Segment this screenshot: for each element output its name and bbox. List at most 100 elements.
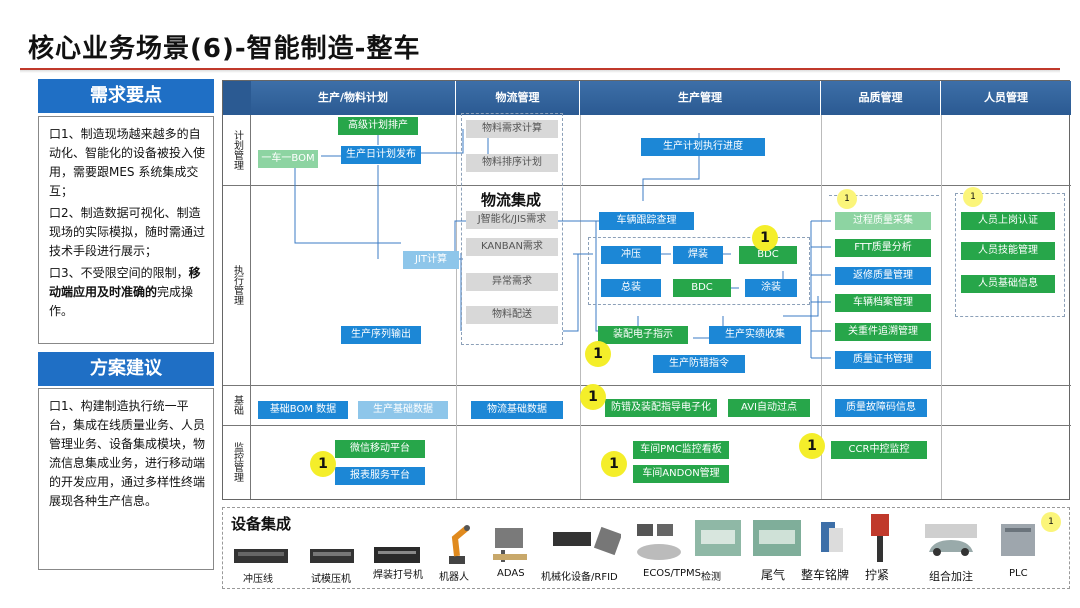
painting-box[interactable]: 涂装	[745, 279, 797, 297]
row-divider	[223, 185, 1071, 186]
highlight-badge: 1	[585, 341, 611, 367]
kanban-box[interactable]: KANBAN需求	[466, 238, 558, 256]
column-quality: 品质管理	[821, 81, 941, 115]
equip-label-press-line: 冲压线	[243, 574, 273, 585]
column-logistics: 物流管理	[456, 81, 580, 115]
needs-header: 需求要点	[38, 79, 214, 113]
ecos-tpms-icon	[637, 524, 681, 560]
material-dist-box[interactable]: 物料配送	[466, 306, 558, 324]
adas-icon	[493, 528, 527, 562]
daily-plan-box[interactable]: 生产日计划发布	[341, 146, 421, 164]
row-execution-label: 执行管理	[231, 265, 243, 305]
material-calc-box[interactable]: 物料需求计算	[466, 120, 558, 138]
corner-cell	[223, 81, 251, 115]
equip-label-exhaust: 尾气	[761, 568, 786, 582]
equip-label-inspection: 检测	[701, 572, 721, 583]
need-item-3-bold: 移动端应用及时准确的	[49, 266, 201, 299]
plan-header: 方案建议	[38, 352, 214, 386]
highlight-badge: 1	[752, 225, 778, 251]
row-monitor: 监控管理	[223, 425, 251, 499]
page-title: 核心业务场景(6)-智能制造-整车	[28, 34, 421, 64]
equip-label-tightening: 拧紧	[865, 568, 890, 582]
jit-jis-box[interactable]: J智能化/JIS需求	[466, 211, 558, 229]
exhaust-icon	[753, 520, 801, 556]
business-diagram: 生产/物料计划 物流管理 生产管理 品质管理 人员管理 计划管理 执行管理 基础…	[222, 80, 1071, 500]
prod-order-box[interactable]: 生产防错指令	[653, 355, 745, 373]
highlight-badge: 1	[580, 384, 606, 410]
bdc-box-1[interactable]: BDC	[739, 246, 797, 264]
one-car-bom-box[interactable]: 一车一BOM	[258, 150, 318, 168]
real-perf-box[interactable]: 生产实绩收集	[709, 326, 801, 344]
production-dashed-group	[588, 237, 810, 305]
abnormal-box[interactable]: 异常需求	[466, 273, 558, 291]
highlight-badge: 1	[837, 189, 857, 209]
inspection-icon	[695, 520, 741, 556]
jit-calc-box[interactable]: JIT计算	[403, 251, 459, 269]
vehicle-archive-box[interactable]: 车辆档案管理	[835, 294, 931, 312]
col-divider	[821, 115, 822, 499]
row-divider	[223, 425, 1071, 426]
highlight-badge: 1	[601, 451, 627, 477]
col-divider	[941, 115, 942, 499]
equipment-integration: 设备集成 1 冲压线 试模压机 焊装打号机 机器人 ADAS 机械化设备/RFI…	[222, 507, 1070, 589]
ftt-box[interactable]: FTT质量分析	[835, 239, 931, 257]
logistics-integration-label: 物流集成	[481, 191, 542, 209]
material-sort-box[interactable]: 物料排序计划	[466, 154, 558, 172]
equip-label-plc: PLC	[1009, 568, 1028, 579]
mobile-platform-box[interactable]: 微信移动平台	[335, 440, 425, 458]
prod-base-box[interactable]: 生产基础数据	[358, 401, 448, 419]
equip-label-trial-press: 试模压机	[311, 574, 351, 585]
row-monitor-label: 监控管理	[231, 442, 243, 482]
report-platform-box[interactable]: 报表服务平台	[335, 467, 425, 485]
errorproof-barcode-box[interactable]: 防错及装配指导电子化	[605, 399, 717, 417]
staff-skill-box[interactable]: 人员技能管理	[961, 242, 1055, 260]
pmc-box[interactable]: 车间PMC监控看板	[633, 441, 729, 459]
e-guide-box[interactable]: 装配电子指示	[598, 326, 688, 344]
base-bom-box[interactable]: 基础BOM 数据	[258, 401, 348, 419]
advanced-plan-box[interactable]: 高级计划排产	[338, 117, 418, 135]
col-divider	[580, 115, 581, 499]
equip-label-rfid: 机械化设备/RFID	[541, 572, 618, 583]
col-divider	[456, 115, 457, 499]
process-quality-box[interactable]: 过程质量采集	[835, 212, 931, 230]
highlight-badge: 1	[1041, 512, 1061, 532]
highlight-badge: 1	[963, 187, 983, 207]
key-parts-box[interactable]: 关重件追溯管理	[835, 323, 931, 341]
ccr-box[interactable]: CCR中控监控	[831, 441, 927, 459]
quality-dashed-top	[829, 195, 939, 199]
plan-item-1: 口1、构建制造执行统一平台，集成在线质量业务、人员管理业务、设备集成模块，物流信…	[49, 399, 206, 508]
title-underline	[20, 68, 1060, 70]
marking-machine-icon	[374, 547, 420, 563]
andon-box[interactable]: 车间ANDON管理	[633, 465, 729, 483]
column-staff: 人员管理	[941, 81, 1071, 115]
avi-box[interactable]: AVI自动过点	[728, 399, 810, 417]
vehicle-tracking-box[interactable]: 车辆跟踪查理	[599, 212, 694, 230]
seq-output-box[interactable]: 生产序列输出	[341, 326, 421, 344]
equipment-label: 设备集成	[231, 515, 292, 533]
need-item-2: 口2、制造数据可视化、制造现场的实际模拟，随时需通过技术手段进行展示；	[49, 206, 206, 258]
quality-cert-box[interactable]: 质量证书管理	[835, 351, 931, 369]
welding-box[interactable]: 焊装	[673, 246, 723, 264]
column-production-plan: 生产/物料计划	[251, 81, 456, 115]
highlight-badge: 1	[799, 433, 825, 459]
column-production: 生产管理	[580, 81, 821, 115]
equip-label-ecos: ECOS/TPMS	[643, 568, 702, 579]
logistics-base-box[interactable]: 物流基础数据	[471, 401, 563, 419]
plan-panel: 口1、构建制造执行统一平台，集成在线质量业务、人员管理业务、设备集成模块，物流信…	[38, 388, 214, 570]
highlight-badge: 1	[310, 451, 336, 477]
rework-box[interactable]: 返修质量管理	[835, 267, 931, 285]
staff-info-box[interactable]: 人员基础信息	[961, 275, 1055, 293]
staff-onboard-box[interactable]: 人员上岗认证	[961, 212, 1055, 230]
row-plan-label: 计划管理	[231, 130, 243, 170]
staff-dashed-group	[955, 193, 1065, 317]
plan-progress-box[interactable]: 生产计划执行进度	[641, 138, 765, 156]
rfid-icon	[553, 526, 621, 556]
equip-label-nameplate: 整车铭牌	[801, 568, 850, 582]
bdc-box-2[interactable]: BDC	[673, 279, 731, 297]
need-item-1: 口1、制造现场越来越多的自动化、智能化的设备被投入使用，需要跟MES 系统集成交…	[49, 127, 206, 198]
stamping-box[interactable]: 冲压	[601, 246, 661, 264]
assembly-box[interactable]: 总装	[601, 279, 661, 297]
quality-code-box[interactable]: 质量故障码信息	[835, 399, 927, 417]
equip-label-adas: ADAS	[497, 568, 525, 579]
needs-panel: 口1、制造现场越来越多的自动化、智能化的设备被投入使用，需要跟MES 系统集成交…	[38, 116, 214, 344]
